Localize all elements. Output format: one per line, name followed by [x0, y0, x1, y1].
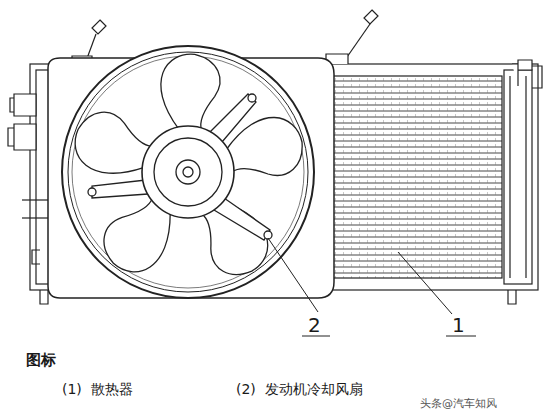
watermark: 头条@汽车知风 — [420, 398, 497, 410]
legend-heading: 图标 — [26, 352, 56, 369]
legend-entry: (1) 散热器 — [62, 382, 133, 397]
callout-number: 1 — [452, 314, 465, 336]
legend-entry: (2) 发动机冷却风扇 — [236, 382, 363, 397]
callout-number: 2 — [308, 314, 321, 336]
